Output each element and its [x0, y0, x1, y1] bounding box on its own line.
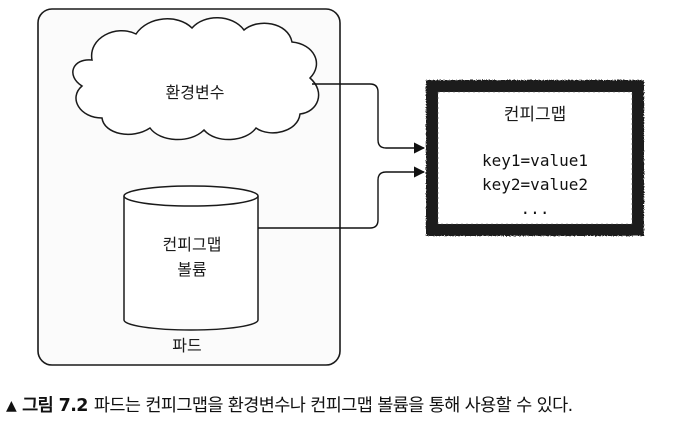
volume-label-line2: 볼륨	[177, 260, 206, 279]
configmap-entry-2: key2=value2	[482, 175, 588, 194]
volume-label-line1: 컨피그맵	[163, 235, 222, 254]
env-to-configmap-arrow	[312, 83, 426, 154]
connector-arrows	[258, 83, 426, 229]
configmap-volume: 컨피그맵 볼륨	[123, 185, 259, 331]
caption-marker: ▲	[6, 398, 17, 414]
configmap-box: 컨피그맵 key1=value1 key2=value2 ...	[426, 80, 644, 236]
configmap-entry-1: key1=value1	[482, 151, 588, 170]
configmap-title: 컨피그맵	[504, 105, 567, 125]
caption-text: 파드는 컨피그맵을 환경변수나 컨피그맵 볼륨을 통해 사용할 수 있다.	[93, 396, 573, 416]
env-var-label: 환경변수	[166, 83, 225, 102]
configmap-ellipsis: ...	[521, 199, 550, 218]
env-var-cloud: 환경변수	[72, 17, 320, 141]
volume-to-configmap-arrow	[258, 166, 426, 229]
pod-label: 파드	[172, 336, 201, 355]
figure-number: 그림 7.2	[22, 396, 88, 416]
